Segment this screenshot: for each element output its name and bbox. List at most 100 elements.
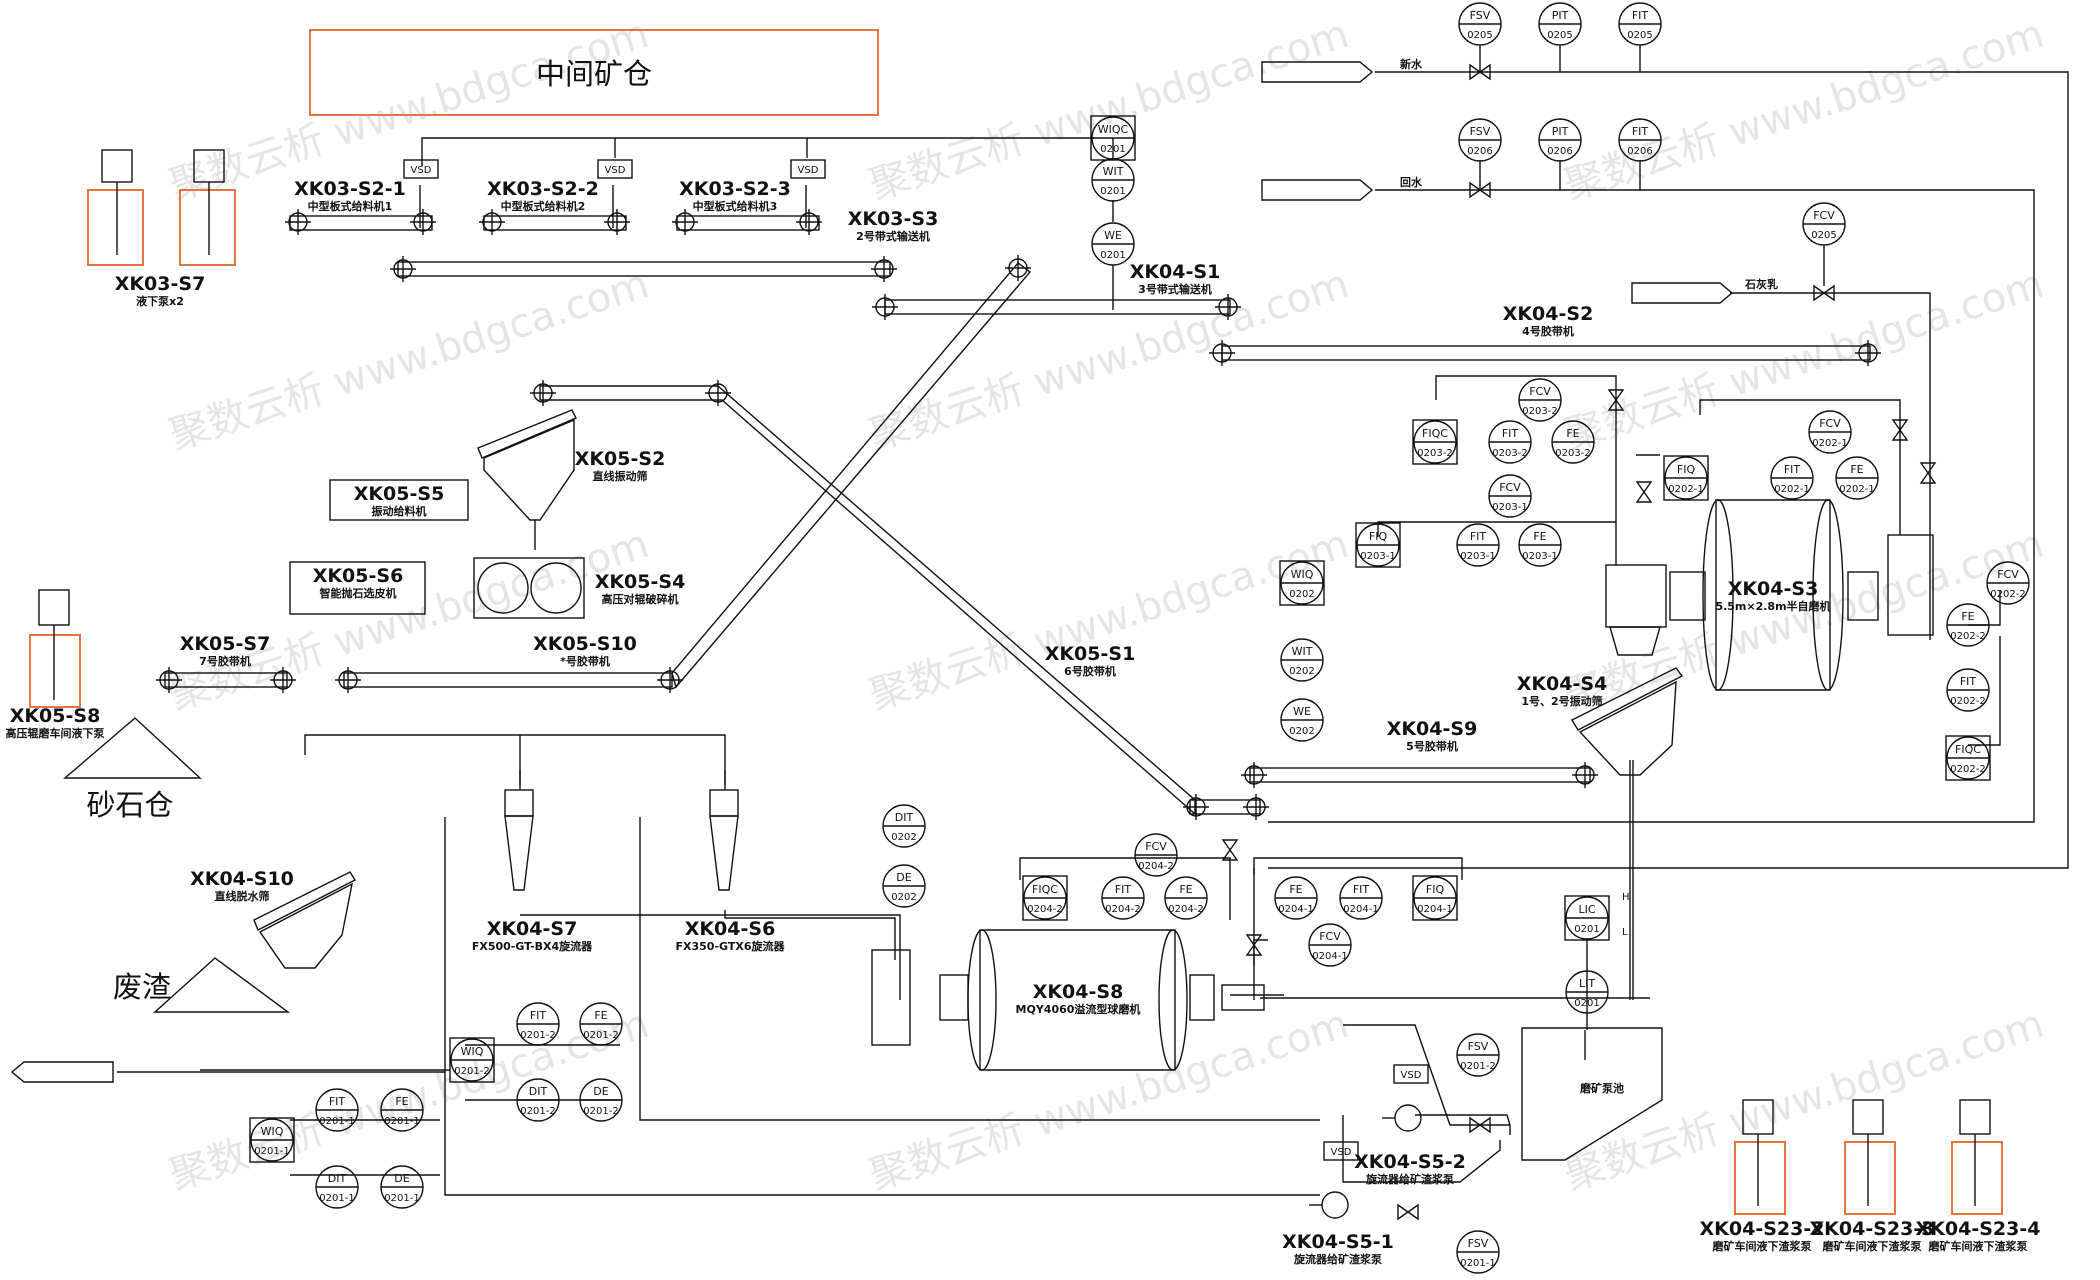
pulley-icon: [1241, 762, 1267, 788]
valve-icon: [1397, 1203, 1419, 1221]
instrument-type: DIT: [895, 811, 914, 824]
equipment-tag-xk05-s10[interactable]: XK05-S10*号胶带机: [533, 633, 637, 668]
instrument-code: 0204-2: [1027, 904, 1062, 915]
instrument-fsv-0206[interactable]: FSV 0206: [1458, 118, 1502, 162]
cyclone-xk04-s7: [504, 770, 534, 891]
waste-pile: [153, 957, 291, 1013]
instrument-type: FIT: [329, 1095, 346, 1108]
valve-icon: [1245, 934, 1263, 956]
equipment-code: XK04-S1: [1130, 261, 1221, 283]
equipment-tag-xk04-s3[interactable]: XK04-S35.5m×2.8m半自磨机: [1715, 578, 1830, 613]
instrument-code: 0206: [1467, 146, 1492, 157]
cyclone-xk04-s6: [709, 770, 739, 891]
pulley-icon: [604, 209, 630, 235]
pulley-group: [156, 209, 1881, 820]
instrument-type: FSV: [1470, 125, 1491, 138]
instrument-code: 0203-2: [1522, 406, 1557, 417]
instrument-type: FE: [594, 1009, 607, 1022]
equipment-code: XK03-S3: [848, 208, 939, 230]
waste-outlet: [10, 1061, 114, 1083]
instrument-code: 0202: [1289, 726, 1314, 737]
instrument-code: 0201: [1574, 924, 1599, 935]
pulley-icon: [285, 209, 311, 235]
